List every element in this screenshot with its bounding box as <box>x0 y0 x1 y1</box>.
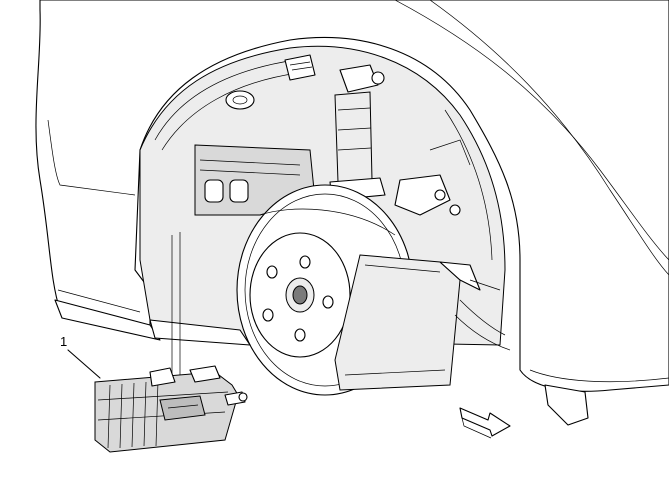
callout-1: 1 <box>60 334 101 379</box>
lug-stud <box>322 295 334 309</box>
component-1 <box>94 365 248 453</box>
direction-arrow-icon <box>459 407 511 439</box>
strut-assembly <box>329 64 471 216</box>
panel-hole <box>204 179 224 203</box>
callout-number: 1 <box>60 334 67 349</box>
brake-caliper <box>334 254 481 391</box>
lower-suspension <box>149 232 511 380</box>
lug-stud <box>262 308 274 322</box>
lug-stud <box>266 265 278 279</box>
vehicle-body <box>35 0 669 426</box>
panel-hole <box>229 179 249 203</box>
lug-stud <box>294 328 306 342</box>
lug-stud <box>299 255 311 269</box>
